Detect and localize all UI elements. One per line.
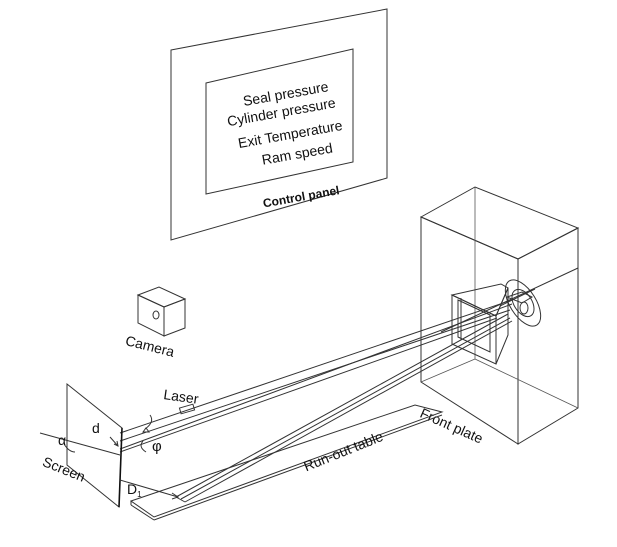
- laser-assembly: [119, 299, 513, 453]
- housing-top-face: [419, 186, 580, 260]
- camera-side-face: [163, 298, 186, 337]
- d1-symbol: D1: [127, 481, 142, 499]
- d-dimension-arrow: [109, 436, 119, 447]
- d1-arrow-head: [171, 492, 180, 500]
- d1-dimension-line: [119, 479, 179, 498]
- runout-table-edge-bottom: [130, 504, 155, 521]
- laser-label: Laser: [163, 386, 200, 407]
- screen: [39, 382, 180, 509]
- camera-front-face: [137, 294, 165, 337]
- runout-table: [129, 313, 513, 521]
- laser-beam-low: [119, 317, 498, 453]
- phi-symbol: φ: [152, 438, 162, 455]
- runout-table-label: Run-out table: [301, 428, 385, 474]
- laser-emitter-icon: [178, 403, 196, 415]
- control-panel-outer-frame: [170, 8, 388, 241]
- die-detail: [505, 291, 534, 304]
- d1-subscript: 1: [137, 490, 142, 499]
- die-inner-line: [499, 288, 536, 307]
- front-plate-inner: [457, 299, 491, 353]
- alpha-symbol: α: [58, 432, 66, 448]
- extrudate-end: [175, 496, 186, 503]
- camera-lens-icon: [152, 310, 160, 320]
- screen-edge-thick: [118, 427, 123, 508]
- laser-beam-reflected: [119, 309, 511, 442]
- laser-beam-upper: [119, 299, 513, 434]
- control-panel-caption: Control panel: [262, 183, 341, 210]
- front-plate-label: Front plate: [418, 405, 486, 447]
- screen-label: Screen: [40, 453, 87, 484]
- camera: Camera: [124, 286, 187, 360]
- extrudate-rail-1: [175, 313, 509, 498]
- screen-reference-line: [39, 432, 121, 456]
- control-panel: Seal pressure Cylinder pressure Exit Tem…: [170, 8, 388, 241]
- camera-top-face: [136, 286, 187, 308]
- phi-arc-upper: [144, 414, 153, 430]
- d-arrow-head: [113, 440, 119, 447]
- camera-label: Camera: [124, 332, 176, 360]
- front-plate-side: [495, 287, 509, 365]
- extrudate-rail-2: [180, 317, 511, 500]
- runout-table-edge-right: [153, 414, 443, 521]
- laser-beam-lower: [119, 303, 513, 450]
- phi-arrow-head: [142, 427, 150, 433]
- runout-table-surface: [129, 404, 444, 518]
- screen-panel: [66, 382, 123, 509]
- extrudate-rail-3: [184, 320, 513, 503]
- housing-hidden-edge-left: [420, 358, 476, 383]
- housing-hidden-edge-back: [474, 358, 579, 409]
- die-middle-ring: [511, 288, 535, 318]
- phi-arc-lower: [140, 440, 147, 453]
- d-symbol: d: [92, 420, 100, 436]
- control-panel-inner-screen: [205, 48, 354, 195]
- d1-base: D: [127, 481, 137, 497]
- alpha-arc: [63, 443, 76, 453]
- press-housing: [419, 186, 580, 445]
- die-outer-ring: [504, 279, 542, 327]
- die-inner-ring: [519, 301, 529, 315]
- housing-side-face: [517, 227, 579, 445]
